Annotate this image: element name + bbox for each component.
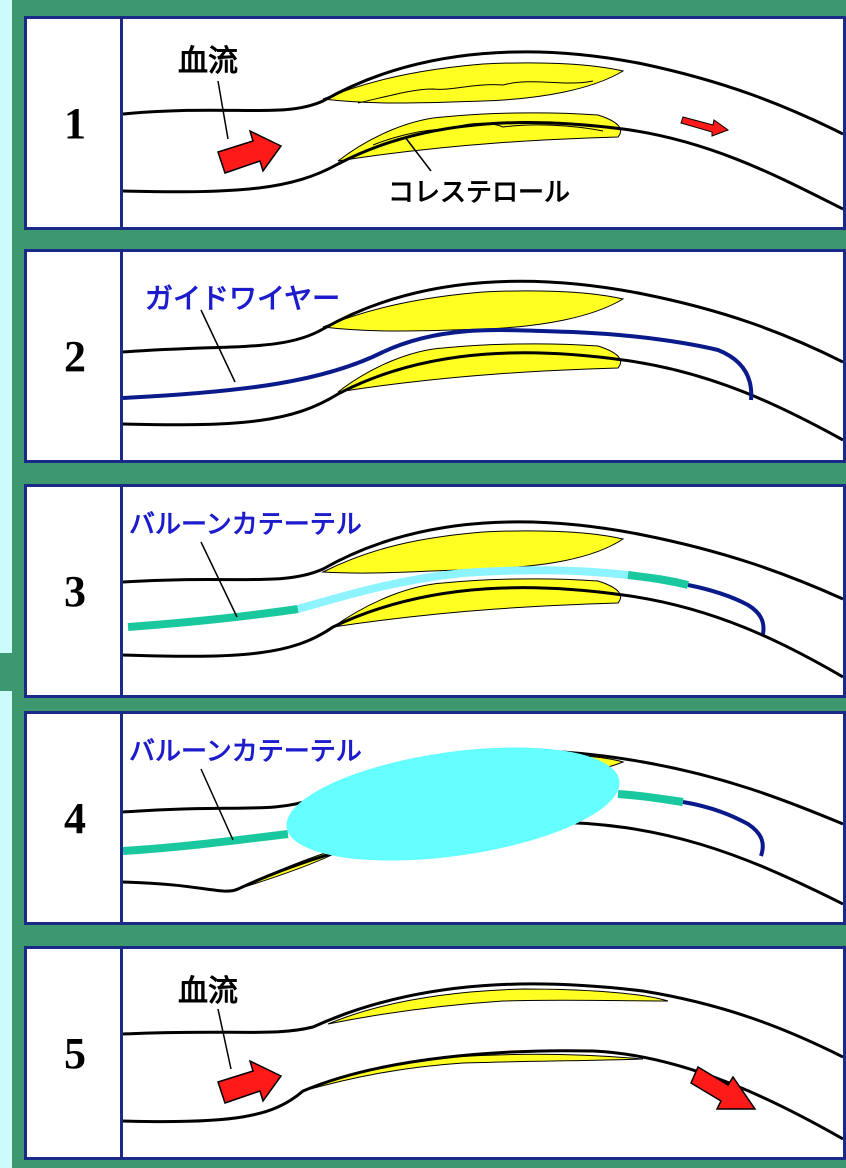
left-background-strip <box>0 0 14 1168</box>
guidewire-label: ガイドワイヤー <box>145 282 340 315</box>
leader-line-cholesterol <box>404 136 432 172</box>
artery-wall-top <box>123 279 843 364</box>
step-number-box: 4 <box>27 714 123 922</box>
plaque-upper <box>322 290 625 332</box>
step-panel-3: 3 バルーンカテーテル <box>24 484 846 698</box>
blood-flow-arrow-large <box>217 129 283 174</box>
plaque-lower <box>337 343 621 393</box>
catheter-shaft-right <box>617 790 684 806</box>
plaque-lower <box>332 578 621 628</box>
blood-flow-arrow-large <box>217 1059 283 1104</box>
guidewire <box>123 328 754 401</box>
step-panel-5: 5 血流 <box>24 946 846 1160</box>
catheter-label: バルーンカテーテル <box>129 737 362 767</box>
leader-line-blood-flow <box>217 80 229 140</box>
blood-flow-label: 血流 <box>178 44 238 79</box>
blood-flow-arrow-small <box>680 116 730 137</box>
artery-wall-bottom <box>123 586 843 679</box>
plaque-upper <box>321 530 625 574</box>
blood-flow-label: 血流 <box>178 974 238 1009</box>
step-number-box: 3 <box>27 487 123 695</box>
artery-scene: バルーンカテーテル <box>123 487 843 695</box>
artery-wall-top <box>123 520 843 601</box>
catheter-shaft-left <box>127 605 299 631</box>
step-panel-4: 4 バルーンカテーテル <box>24 711 846 925</box>
plaque-gap-upper <box>357 80 594 104</box>
cholesterol-label: コレステロール <box>388 178 570 208</box>
step-number: 4 <box>64 793 86 843</box>
artery-scene: 血流 コレステロール <box>123 19 843 227</box>
artery-scene: ガイドワイヤー <box>123 252 843 460</box>
catheter-shaft-right <box>627 571 689 589</box>
plaque-upper <box>327 988 669 1025</box>
step-number: 3 <box>64 566 86 616</box>
step-number-box: 1 <box>27 19 123 227</box>
artery-scene: バルーンカテーテル <box>123 714 843 922</box>
catheter-label: バルーンカテーテル <box>129 510 362 540</box>
green-side-tab <box>0 653 14 691</box>
step-number: 5 <box>64 1028 86 1078</box>
blood-flow-arrow-right <box>690 1065 757 1110</box>
artery-scene: 血流 <box>123 949 843 1157</box>
step-number-box: 5 <box>27 949 123 1157</box>
artery-wall-top <box>123 50 843 136</box>
guidewire <box>687 583 766 635</box>
leader-line-catheter <box>200 541 238 618</box>
artery-wall-bottom <box>123 121 843 211</box>
artery-wall-top <box>123 982 843 1059</box>
balloon-deflated <box>296 566 629 613</box>
balloon-inflated <box>286 747 620 861</box>
leader-line-catheter <box>200 768 234 841</box>
step-number: 1 <box>64 98 86 148</box>
step-number-box: 2 <box>27 252 123 460</box>
step-panel-1: 1 血流 コレステロール <box>24 16 846 230</box>
plaque-lower <box>337 112 621 162</box>
leader-line-blood-flow <box>217 1008 232 1070</box>
plaque-upper <box>322 62 625 104</box>
step-panel-2: 2 ガイドワイヤー <box>24 249 846 463</box>
artery-wall-bottom <box>123 351 843 442</box>
catheter-shaft-left <box>123 830 289 855</box>
leader-line-guidewire <box>200 309 236 383</box>
step-number: 2 <box>64 331 86 381</box>
guidewire <box>682 800 765 857</box>
